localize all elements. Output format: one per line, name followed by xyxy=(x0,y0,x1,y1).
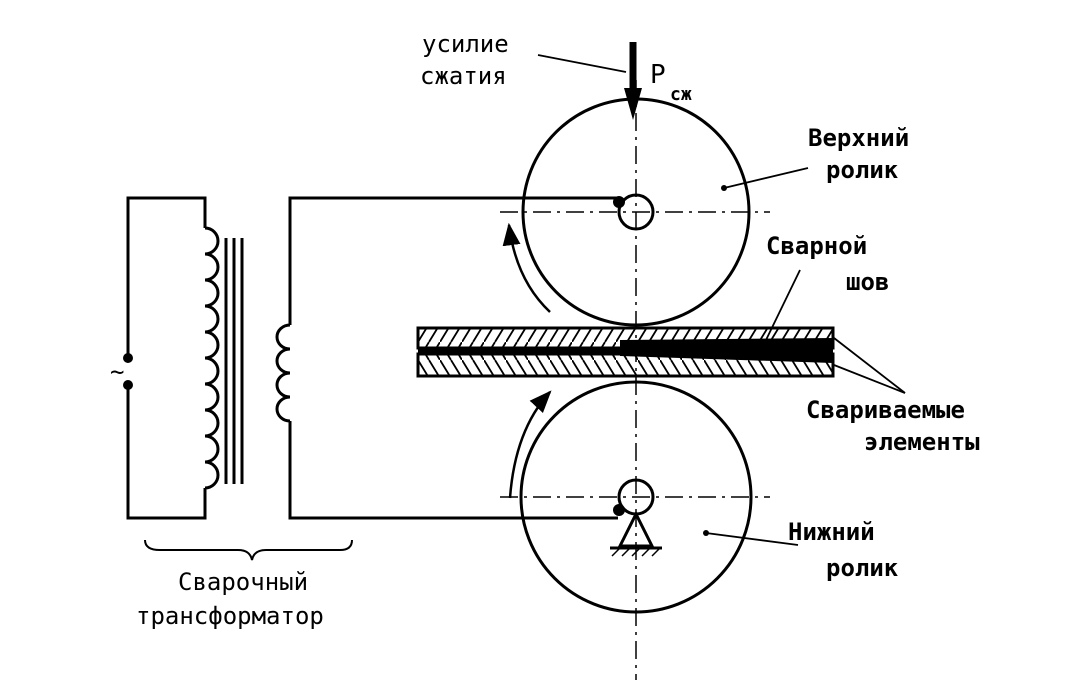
secondary-coil xyxy=(275,323,291,423)
lower-roller-leader-dot xyxy=(703,530,709,536)
seam-label-line2: шов xyxy=(846,268,889,296)
upper-roller xyxy=(500,80,770,680)
elements-label-line2: элементы xyxy=(864,428,980,456)
seam-label-line1: Сварной xyxy=(766,232,867,260)
ac-symbol: ~ xyxy=(110,358,124,386)
weld-seam xyxy=(620,338,833,363)
compression-force-arrow xyxy=(624,42,642,120)
upper-roller-label-line1: Верхний xyxy=(808,124,909,152)
welded-elements xyxy=(416,326,835,378)
transformer-label-line1: Сварочный xyxy=(178,568,308,596)
transformer-brace xyxy=(144,539,353,561)
terminal-top xyxy=(123,353,133,363)
secondary-lead-bottom xyxy=(288,421,618,520)
force-label-line1: усилие xyxy=(422,30,509,58)
elements-label-line1: Свариваемые xyxy=(806,396,965,424)
welding-transformer xyxy=(126,196,618,520)
lower-contact-point xyxy=(613,504,625,516)
seam-leader xyxy=(765,269,801,341)
upper-roller-label-line2: ролик xyxy=(826,156,899,184)
secondary-lead-top xyxy=(288,196,618,325)
force-leader xyxy=(537,54,627,73)
terminal-bottom xyxy=(123,380,133,390)
lower-rotation-arrow xyxy=(508,390,552,499)
upper-rotation-arrow xyxy=(502,222,551,313)
lower-roller-leader xyxy=(705,532,799,546)
primary-lead-bottom xyxy=(126,385,207,520)
force-label-line2: сжатия xyxy=(420,62,507,90)
upper-contact-point xyxy=(613,196,625,208)
lower-roller-support xyxy=(617,510,655,548)
force-symbol: Р xyxy=(650,60,666,90)
upper-roller-leader-dot xyxy=(721,185,727,191)
primary-lead-top xyxy=(126,196,207,358)
primary-coil xyxy=(204,226,220,490)
elements-leader-1 xyxy=(833,337,906,394)
lower-roller-label-line2: ролик xyxy=(826,554,899,582)
elements-leader-2 xyxy=(833,364,906,394)
force-subscript: сж xyxy=(670,84,692,105)
transformer-label-line2: трансформатор xyxy=(136,602,324,630)
lower-roller-label-line1: Нижний xyxy=(788,518,875,546)
lower-roller xyxy=(500,380,770,614)
upper-roller-leader xyxy=(723,167,809,189)
